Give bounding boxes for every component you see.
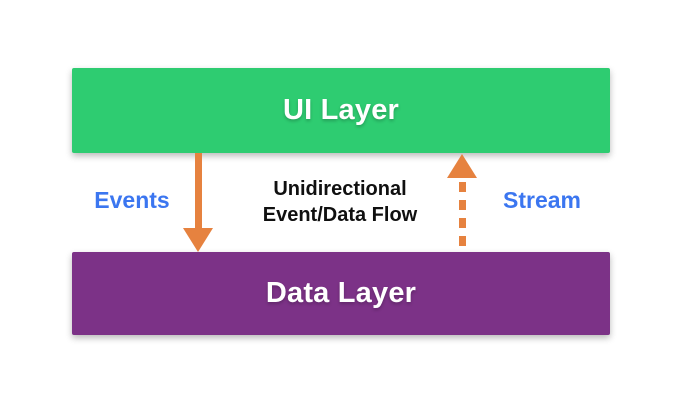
ui-layer-box: UI Layer (72, 68, 610, 153)
events-label: Events (94, 187, 170, 213)
arrow-down-icon (183, 228, 213, 252)
flow-caption: Unidirectional Event/Data Flow (262, 178, 418, 227)
stream-arrow-dashed-line (459, 182, 466, 252)
stream-label: Stream (503, 187, 581, 213)
events-arrow-line (195, 153, 202, 230)
data-layer-label: Data Layer (265, 277, 417, 309)
arrow-up-icon (447, 154, 477, 178)
data-layer-box: Data Layer (72, 252, 610, 335)
ui-layer-label: UI Layer (282, 94, 400, 126)
